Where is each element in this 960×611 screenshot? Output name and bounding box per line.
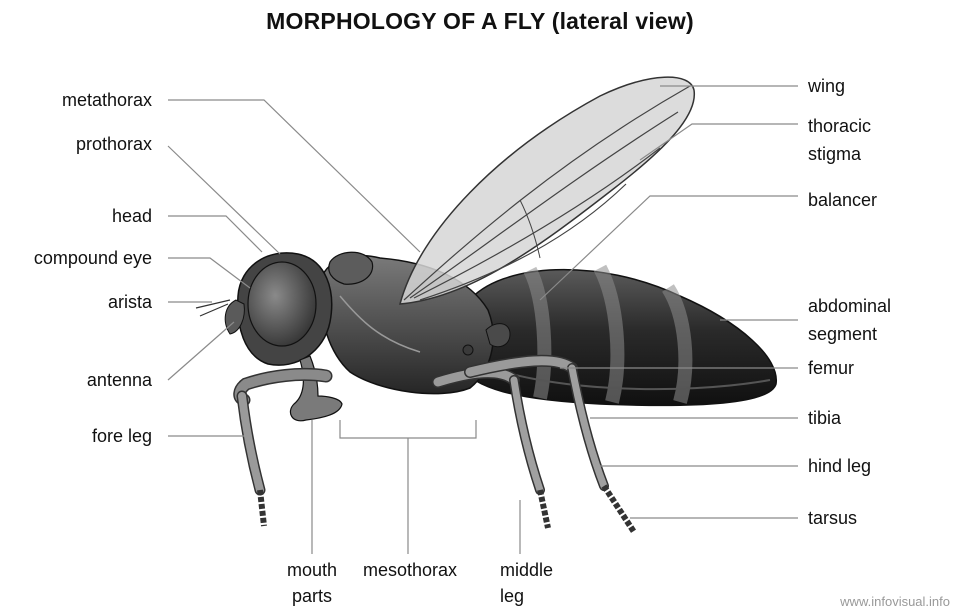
label-tibia: tibia <box>808 404 841 432</box>
compound-eye <box>248 262 316 346</box>
label-antenna: antenna <box>87 366 152 394</box>
credit-watermark: www.infovisual.info <box>840 594 950 609</box>
label-balancer: balancer <box>808 186 877 214</box>
leader-compound-eye <box>168 258 250 288</box>
head <box>196 253 332 365</box>
thoracic-stigma <box>463 345 473 355</box>
diagram-title: MORPHOLOGY OF A FLY (lateral view) <box>0 8 960 35</box>
label-thoracic-stigma-line1: thoracic <box>808 112 871 140</box>
label-abdominal-segment-line1: abdominal <box>808 292 891 320</box>
label-compound-eye: compound eye <box>34 244 152 272</box>
leader-metathorax <box>168 100 420 252</box>
label-abdominal-segment-line2: segment <box>808 320 877 348</box>
label-hind-leg: hind leg <box>808 452 871 480</box>
leader-prothorax <box>168 146 280 254</box>
label-arista: arista <box>108 288 152 316</box>
label-femur: femur <box>808 354 854 382</box>
label-mouth-parts-line1: mouth <box>272 556 352 584</box>
label-mesothorax: mesothorax <box>356 556 464 584</box>
label-middle-leg-line2: leg <box>500 582 524 610</box>
label-wing: wing <box>808 72 845 100</box>
label-metathorax: metathorax <box>62 86 152 114</box>
mouth-parts <box>290 356 342 421</box>
label-head: head <box>112 202 152 230</box>
label-mouth-parts-line2: parts <box>272 582 352 610</box>
balancer <box>486 324 510 347</box>
leader-head <box>168 216 262 252</box>
label-prothorax: prothorax <box>76 130 152 158</box>
label-middle-leg-line1: middle <box>500 556 553 584</box>
label-thoracic-stigma-line2: stigma <box>808 140 861 168</box>
leader-mesothorax <box>340 420 476 554</box>
leader-antenna <box>168 322 234 380</box>
label-tarsus: tarsus <box>808 504 857 532</box>
label-fore-leg: fore leg <box>92 422 152 450</box>
